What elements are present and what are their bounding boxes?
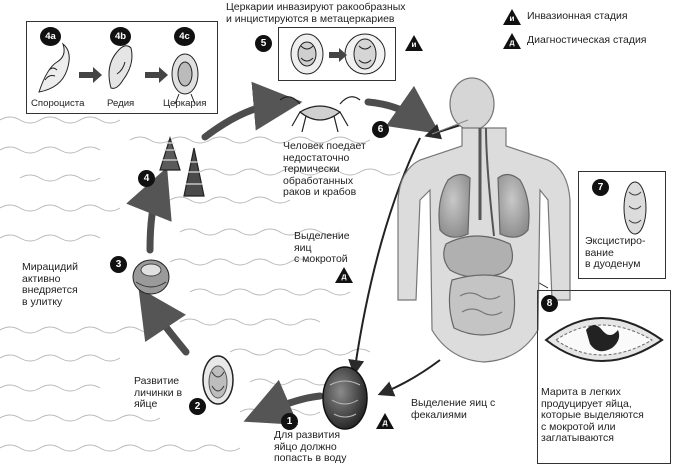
egg-unembryonated — [322, 366, 368, 430]
cercaria-label: Церкария — [163, 98, 207, 109]
step-1-badge: 1 — [281, 413, 298, 430]
step-1-text: Для развития яйцо должно попасть в воду — [274, 429, 347, 464]
cycle-arrows — [126, 81, 441, 425]
step-5-infective-icon: и — [405, 35, 423, 51]
infective-stage-icon: и — [503, 9, 521, 25]
step-4c-badge: 4c — [174, 27, 195, 46]
step-2-text: Развитие личинки в яйце — [134, 375, 183, 410]
step-5-text: Церкарии инвазируют ракообразных и инцис… — [226, 1, 406, 25]
metacercaria-box — [278, 27, 396, 81]
step-4a-badge: 4a — [40, 27, 61, 46]
step-8-text: Марита в легких продуцирует яйца, которы… — [541, 386, 644, 444]
feces-diagnostic-icon: д — [376, 413, 394, 429]
step-3-text: Мирацидий активно внедряется в улитку — [22, 261, 79, 308]
miracidium — [132, 259, 170, 295]
sporocyst-label: Спороциста — [31, 98, 85, 109]
step-7-text: Эксцистиро- вание в дуоденум — [585, 235, 646, 270]
redia-label: Редия — [107, 98, 135, 109]
snails — [159, 135, 205, 197]
step-2-badge: 2 — [189, 398, 206, 415]
metacercaria-graphics — [290, 33, 386, 75]
egg-developing — [202, 355, 234, 405]
lung-cyst — [544, 317, 664, 362]
sputum-diagnostic-icon: д — [335, 267, 353, 283]
excystation-box: 7 Эксцистиро- вание в дуоденум — [578, 171, 666, 279]
step-7-badge: 7 — [592, 179, 609, 196]
diagnostic-stage-icon: д — [503, 33, 521, 49]
step-4-badge: 4 — [138, 170, 155, 187]
snail-stages-box: 4a 4b 4c Спороциста Редия Церкария — [26, 21, 218, 114]
step-6-badge: 6 — [372, 121, 389, 138]
step-4b-badge: 4b — [110, 27, 131, 46]
excystation-graphics — [623, 181, 647, 235]
crustacean — [279, 96, 361, 133]
human-body — [397, 77, 571, 363]
sputum-excretion-text: Выделение яиц с мокротой — [294, 230, 350, 265]
step-8-badge: 8 — [541, 295, 558, 312]
lung-adult-box: 8 Марита в легких продуцирует яйца, кото… — [537, 290, 671, 464]
step-3-badge: 3 — [110, 256, 127, 273]
feces-excretion-text: Выделение яиц с фекалиями — [411, 397, 496, 421]
step-6-text: Человек поедает недостаточно термически … — [283, 140, 366, 198]
legend-diagnostic-label: Диагностическая стадия — [527, 34, 647, 46]
legend-infective-label: Инвазионная стадия — [527, 10, 628, 22]
snail-stages-graphics — [38, 42, 199, 105]
step-5-badge: 5 — [255, 35, 272, 52]
